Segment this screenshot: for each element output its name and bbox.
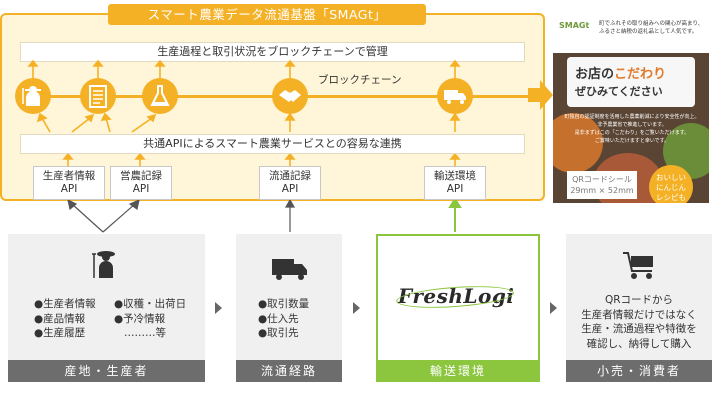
retail-text: QRコードから 生産者情報だけではなく 生産・流通過程や特徴を 確認し、納得して… — [581, 294, 697, 350]
platform-title: スマート農業データ流通基盤「SMAGt」 — [108, 4, 426, 25]
checklist-icon — [80, 78, 116, 114]
flow-arrow-3 — [550, 302, 557, 314]
origin-list-col2: ●収穫・出荷日 ●予冷情報 ………等 — [114, 298, 187, 339]
origin-to-api-arrows — [67, 198, 296, 233]
store-poster: SMAGt 町でふれその取り組みへの関心が高まり、 ふるさと納税の返礼品として人… — [553, 13, 709, 203]
poster-title-line1: お店のこだわり — [575, 67, 667, 82]
poster-body: 町独自の認証制度を活用した農薬削減により安全性が向上。 非予農業省で推進していま… — [564, 114, 700, 144]
recipe-badge: おいしい にんじん レシピも — [649, 165, 693, 203]
freshlogi-logo: FreshLogi — [398, 284, 515, 308]
truck-icon — [437, 78, 473, 114]
farmer-icon — [15, 78, 51, 114]
blockchain-label: ブロックチェーン — [318, 74, 402, 86]
flow-arrow-2 — [353, 302, 360, 314]
common-api-bar: 共通APIによるスマート農業サービスとの容易な連携 — [20, 134, 525, 154]
shopping-cart-icon — [620, 248, 660, 282]
poster-header — [553, 13, 709, 53]
distribution-list: ●取引数量 ●仕入先 ●取引先 — [258, 298, 310, 339]
management-bar: 生産過程と取引状況をブロックチェーンで管理 — [20, 42, 525, 62]
flow-arrow-1 — [215, 302, 222, 314]
distribution-card — [236, 234, 342, 382]
origin-list-col1: ●生産者情報 ●産品情報 ●生産履歴 — [34, 298, 96, 339]
poster-brand: SMAGt — [559, 21, 590, 30]
transport-to-api-arrow — [448, 197, 462, 232]
carrot-shape — [553, 113, 603, 173]
qr-code-sticker: QRコードシール 29mm × 52mm — [567, 171, 637, 199]
poster-title-line2: ぜひみてください — [575, 85, 663, 98]
truck-icon — [270, 256, 310, 282]
poster-top-text: 町でふれその取り組みへの関心が高まり、 ふるさと納税の返礼品として人気です。 — [599, 21, 704, 35]
distribution-label: 流通経路 — [236, 360, 342, 382]
retail-label: 小売・消費者 — [566, 360, 712, 382]
handshake-icon — [272, 78, 308, 114]
farmer-icon — [90, 246, 120, 280]
flask-icon — [142, 78, 178, 114]
origin-label: 産地・生産者 — [8, 360, 205, 382]
poster-title-sign — [567, 57, 695, 107]
transport-label: 輸送環境 — [376, 360, 540, 382]
transport-card — [376, 234, 540, 382]
